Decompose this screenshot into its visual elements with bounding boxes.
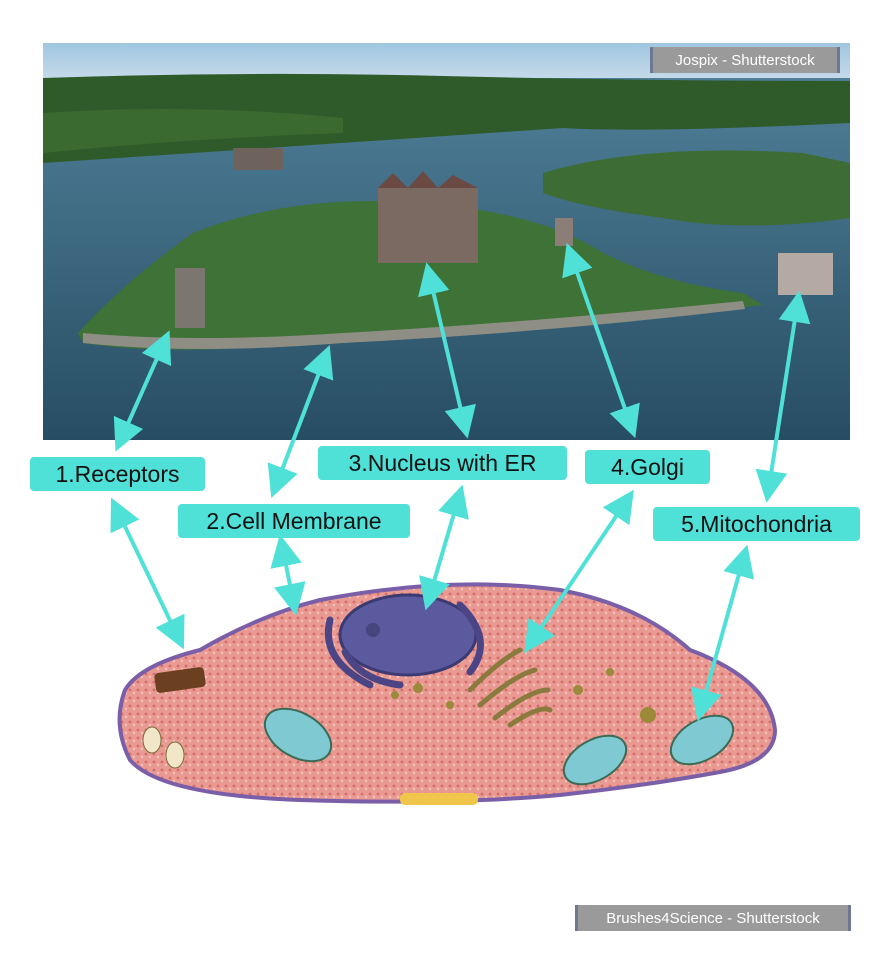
receptor [154, 667, 206, 693]
arrow-receptors-cell [110, 497, 185, 650]
golgi [467, 647, 553, 728]
label-mitochondria: 5.Mitochondria [653, 507, 860, 541]
arrow-mito-photo [755, 290, 811, 503]
adhesion-plate [400, 793, 478, 805]
arrow-golgi-photo [562, 242, 640, 439]
label-nucleus: 3.Nucleus with ER [318, 446, 567, 480]
arrow-nucleus-photo [418, 262, 476, 439]
label-receptors: 1.Receptors [30, 457, 205, 491]
arrow-mito-cell [690, 544, 755, 722]
arrow-nucleus-cell [419, 484, 469, 611]
arrow-membrane-cell [270, 534, 306, 616]
island-castle-photo [43, 43, 850, 440]
diagram-credit: Brushes4Science - Shutterstock [575, 905, 851, 931]
arrow-membrane-photo [267, 345, 334, 498]
label-cell-membrane: 2.Cell Membrane [178, 504, 410, 538]
arrow-receptors-photo [113, 330, 172, 452]
nucleus [338, 593, 478, 677]
arrow-golgi-cell [524, 489, 634, 654]
label-golgi: 4.Golgi [585, 450, 710, 484]
photo-credit: Jospix - Shutterstock [650, 47, 840, 73]
mitochondrion [263, 707, 735, 786]
